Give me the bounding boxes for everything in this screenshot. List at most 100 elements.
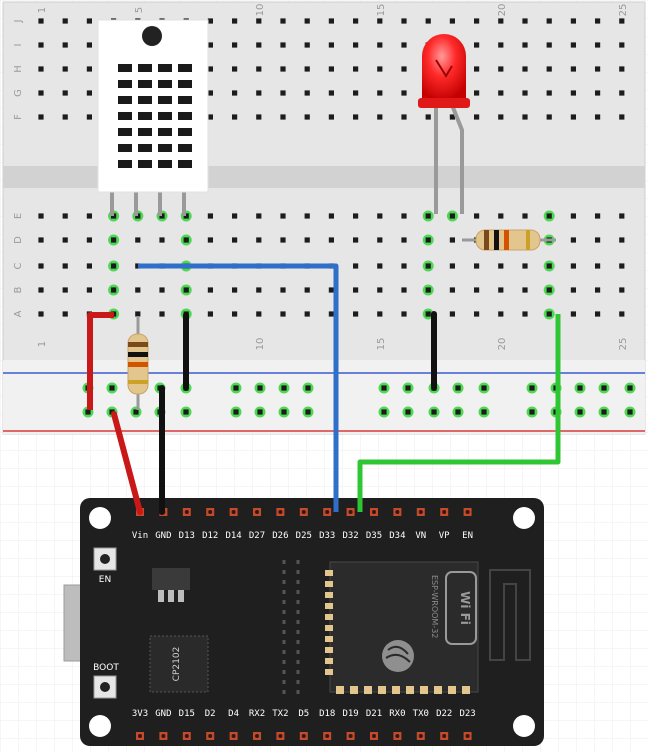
breadboard-hole [135, 287, 141, 293]
breadboard-hole [522, 311, 528, 317]
breadboard-hole [232, 237, 238, 243]
bottom-pin-label: D4 [228, 709, 239, 719]
breadboard-hole [546, 114, 552, 120]
column-number-bottom: 25 [618, 338, 629, 351]
breadboard-hole [86, 42, 92, 48]
breadboard-hole [86, 213, 92, 219]
led[interactable] [418, 34, 470, 214]
breadboard-hole [570, 66, 576, 72]
breadboard-hole [280, 287, 286, 293]
power-rail-strip [3, 360, 645, 434]
breadboard-hole [232, 18, 238, 24]
breadboard-hole [601, 385, 607, 391]
breadboard-hole [280, 213, 286, 219]
breadboard-hole [425, 237, 431, 243]
breadboard-hole [595, 66, 601, 72]
breadboard-hole [377, 263, 383, 269]
breadboard-hole [570, 114, 576, 120]
breadboard-hole [38, 114, 44, 120]
en-button-label: EN [99, 575, 111, 585]
breadboard-hole [62, 263, 68, 269]
breadboard-hole [304, 42, 310, 48]
breadboard-hole [595, 213, 601, 219]
breadboard-hole [619, 18, 625, 24]
breadboard-hole [353, 287, 359, 293]
wroom-module-label: ESP-WROOM-32 [430, 575, 439, 638]
breadboard-hole [62, 213, 68, 219]
breadboard-hole [619, 66, 625, 72]
bottom-pin-label: D5 [298, 709, 309, 719]
en-button-cap [100, 554, 110, 564]
breadboard-hole [401, 42, 407, 48]
breadboard-hole [353, 90, 359, 96]
resistor-pullup[interactable] [127, 316, 149, 410]
breadboard-hole [425, 263, 431, 269]
row-letter-bottom: E [13, 213, 24, 219]
breadboard-hole [570, 18, 576, 24]
breadboard-hole [619, 90, 625, 96]
breadboard-hole [595, 237, 601, 243]
breadboard-hole [233, 385, 239, 391]
breadboard-hole [304, 114, 310, 120]
breadboard-hole [353, 66, 359, 72]
breadboard-hole [377, 237, 383, 243]
dht-sensor-pins [110, 188, 114, 216]
breadboard-hole [86, 263, 92, 269]
breadboard-hole [159, 237, 165, 243]
breadboard-hole [281, 385, 287, 391]
breadboard-hole [401, 311, 407, 317]
breadboard-hole [256, 311, 262, 317]
wire-vin-red[interactable] [87, 312, 114, 410]
column-number-top: 20 [497, 4, 508, 17]
dht-sensor[interactable] [97, 19, 209, 216]
breadboard-hole [353, 18, 359, 24]
usb-uart-chip-label: CP2102 [172, 647, 182, 682]
breadboard-hole [305, 409, 311, 415]
breadboard-hole [207, 237, 213, 243]
breadboard-hole [377, 114, 383, 120]
breadboard-hole [425, 213, 431, 219]
wire-vin-red-to-board[interactable] [111, 411, 143, 515]
breadboard-hole [135, 263, 141, 269]
breadboard-hole [304, 18, 310, 24]
column-number-bottom: 10 [255, 338, 266, 351]
column-number-bottom: 20 [497, 338, 508, 351]
top-pin-label: GND [155, 531, 171, 541]
row-letter-bottom: D [13, 236, 24, 244]
breadboard-hole [328, 213, 334, 219]
breadboard-hole [595, 90, 601, 96]
breadboard-hole [498, 311, 504, 317]
wire-d33-blue[interactable] [138, 263, 339, 512]
breadboard-hole [135, 311, 141, 317]
top-pin-label: D33 [319, 531, 335, 541]
breadboard-hole [522, 18, 528, 24]
breadboard-hole [377, 90, 383, 96]
breadboard-hole [256, 213, 262, 219]
wire-d32-green[interactable] [357, 314, 561, 512]
resistor-led[interactable] [462, 229, 556, 251]
breadboard-hole [619, 287, 625, 293]
breadboard-hole [232, 66, 238, 72]
breadboard-hole [570, 90, 576, 96]
top-pin-label: D13 [179, 531, 195, 541]
breadboard-hole [280, 90, 286, 96]
breadboard-hole [522, 90, 528, 96]
breadboard-hole [86, 237, 92, 243]
column-number-bottom: 1 [37, 341, 48, 347]
breadboard-hole [474, 114, 480, 120]
breadboard-hole [546, 311, 552, 317]
breadboard-hole [401, 213, 407, 219]
breadboard-hole [377, 66, 383, 72]
breadboard-hole [570, 213, 576, 219]
breadboard-hole [207, 90, 213, 96]
breadboard-hole [304, 311, 310, 317]
breadboard-hole [455, 409, 461, 415]
breadboard-hole [401, 237, 407, 243]
breadboard-hole [595, 311, 601, 317]
breadboard-hole [425, 18, 431, 24]
breadboard-hole [498, 42, 504, 48]
wires [87, 263, 561, 515]
breadboard-hole [305, 385, 311, 391]
